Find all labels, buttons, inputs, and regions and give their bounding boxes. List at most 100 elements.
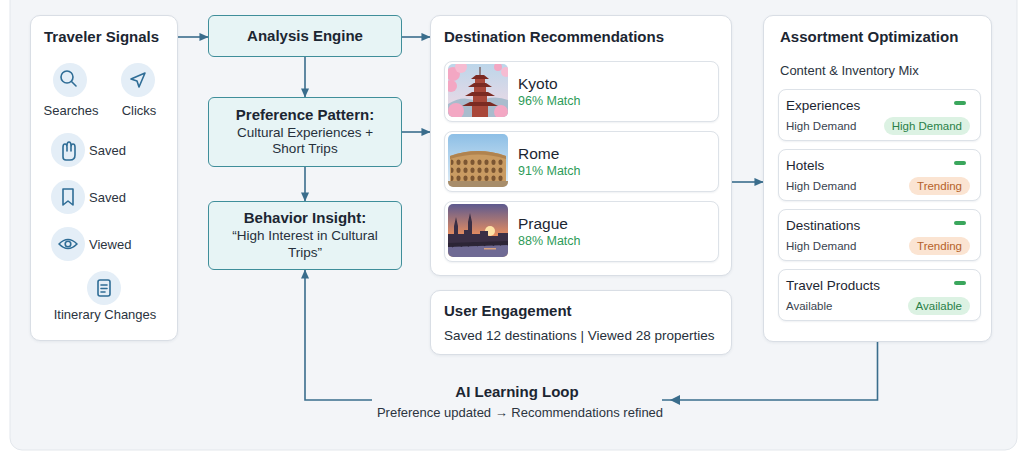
bookmark-icon (63, 189, 73, 205)
icon-circle (121, 63, 155, 97)
match-score: 88% Match (518, 234, 708, 250)
prague-photo (448, 244, 508, 257)
demand-status: High Demand (786, 119, 886, 133)
box-body: “High Interest in Cultural Trips” (215, 228, 395, 262)
demand-status: High Demand (786, 179, 886, 193)
rome-photo (448, 134, 508, 187)
engagement-stats: Saved 12 destinations | Viewed 28 proper… (444, 328, 729, 345)
prague-photo (448, 204, 508, 257)
rome-photo (450, 151, 506, 159)
icon-circle (51, 133, 85, 167)
rome-photo (448, 134, 508, 187)
destination-card: Rome91% Match (444, 131, 719, 192)
kyoto-photo (480, 67, 481, 76)
rome-photo (451, 159, 505, 182)
kyoto-photo (474, 87, 486, 93)
flow-arrow (732, 181, 763, 183)
search-icon (61, 71, 73, 83)
signal-label: Saved (89, 143, 174, 159)
kyoto-photo (448, 97, 508, 117)
box-heading: Analysis Engine (210, 27, 400, 46)
category-card: HotelsHigh Demand Trending (778, 149, 981, 201)
prague-photo (448, 204, 508, 257)
box-heading: User Engagement (444, 302, 724, 321)
destination-name: Prague (518, 214, 708, 233)
flow-arrow (402, 36, 430, 38)
kyoto-photo (455, 64, 467, 73)
signal-label: Clicks (109, 103, 169, 119)
flow-arrow (304, 167, 306, 201)
prague-photo (448, 213, 508, 244)
kyoto-photo (471, 75, 489, 79)
document-icon (101, 285, 107, 292)
box-heading: Preference Pattern: (210, 106, 400, 125)
rome-photo (450, 151, 506, 182)
status-badge: Trending (909, 177, 970, 195)
status-badge-text: Trending (917, 179, 962, 193)
document-icon (98, 280, 110, 296)
box-body: Cultural Experiences + Short Trips (220, 125, 390, 159)
prague-photo (485, 226, 495, 236)
match-score: 96% Match (518, 94, 708, 110)
category-name: Destinations (786, 218, 906, 235)
status-badge: High Demand (884, 117, 970, 135)
click-icon (131, 73, 145, 87)
engagement-box: User EngagementSaved 12 destinations | V… (430, 290, 732, 355)
eye-icon (65, 241, 71, 247)
status-badge-text: High Demand (892, 119, 962, 133)
destination-card: Kyoto96% Match (444, 61, 719, 122)
kyoto-photo (448, 103, 464, 117)
category-card: ExperiencesHigh Demand High Demand (778, 89, 981, 141)
demand-status: High Demand (786, 239, 886, 253)
status-dashes (954, 221, 966, 225)
insight-box: Behavior Insight:“High Interest in Cultu… (208, 201, 402, 270)
signal-label: Viewed (89, 237, 174, 253)
status-badge: Available (908, 297, 970, 315)
category-name: Travel Products (786, 278, 906, 295)
status-dashes (954, 161, 966, 165)
status-dashes (954, 101, 966, 285)
demand-status: Available (786, 299, 886, 313)
icon-circle (51, 180, 85, 214)
prague-photo (452, 243, 508, 247)
destination-name: Kyoto (518, 74, 708, 93)
signal-label: Itinerary Changes (35, 307, 175, 323)
kyoto-photo (448, 64, 508, 117)
process-box: Analysis Engine (208, 15, 402, 57)
icon-circle (53, 63, 87, 97)
kyoto-photo (472, 106, 488, 117)
kyoto-photo (465, 92, 495, 96)
status-dashes (954, 281, 966, 285)
recommendations-panel: Destination RecommendationsKyoto96% Matc… (430, 15, 732, 276)
loop-arrow-head (670, 395, 680, 405)
status-badge-text: Available (916, 299, 962, 313)
kyoto-photo (462, 102, 498, 106)
pattern-box: Preference Pattern:Cultural Experiences … (208, 97, 402, 167)
kyoto-photo (494, 105, 508, 117)
signals-panel: Traveler SignalsSearchesClicksSavedSaved… (30, 15, 178, 341)
eye-icon (59, 240, 77, 249)
prague-photo (448, 241, 508, 247)
category-name: Experiences (786, 98, 906, 115)
destination-name: Rome (518, 144, 708, 163)
icon-circle (87, 271, 121, 305)
loop-caption: Preference updated → Recommendations ref… (320, 405, 720, 421)
status-dashes (954, 101, 966, 105)
hand-icon (63, 142, 75, 160)
flow-arrow (402, 131, 430, 133)
signal-label: Saved (89, 190, 174, 206)
flow-arrow (178, 36, 208, 38)
search-icon (72, 82, 77, 87)
edge-label: AI Learning Loop (372, 381, 662, 403)
box-heading: Assortment Optimization (780, 28, 985, 47)
match-score: 91% Match (518, 164, 708, 180)
box-subheading: Content & Inventory Mix (780, 63, 985, 79)
signal-label: Searches (36, 103, 106, 119)
destination-card: Prague88% Match (444, 201, 719, 262)
category-name: Hotels (786, 158, 906, 175)
kyoto-photo (448, 80, 457, 92)
status-badge-text: Trending (917, 239, 962, 253)
kyoto-photo (501, 67, 508, 77)
